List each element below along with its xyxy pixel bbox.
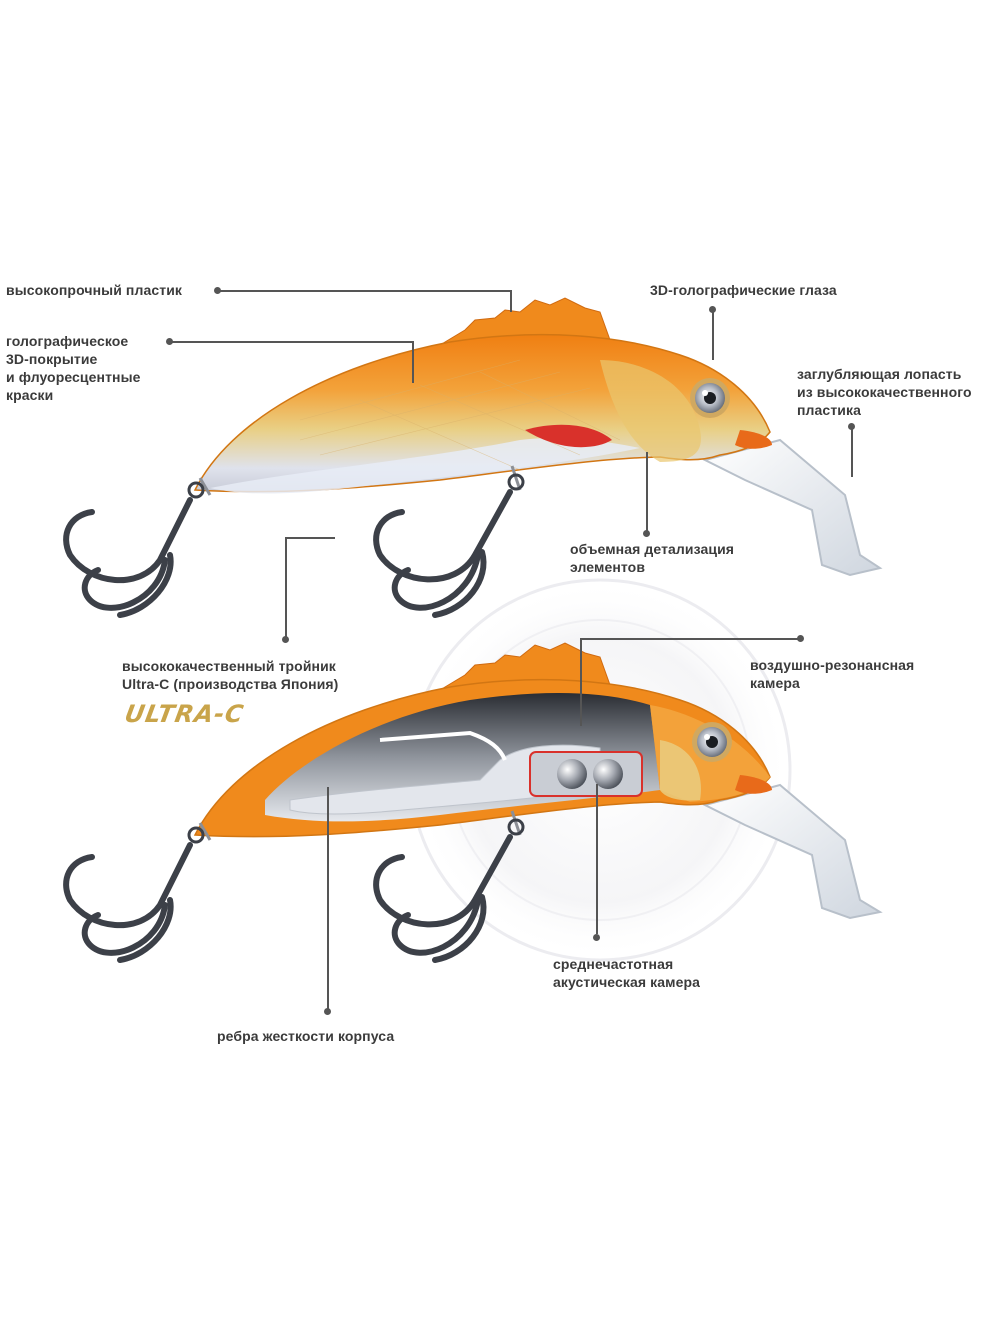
top-hooks xyxy=(63,473,525,618)
leader-eyes-dot xyxy=(709,306,716,313)
leader-air-h xyxy=(580,638,798,640)
leader-lip-v xyxy=(851,427,853,477)
leader-plastic-dot xyxy=(214,287,221,294)
label-detail: объемная детализация элементов xyxy=(570,541,735,575)
leader-air-v xyxy=(580,638,582,726)
leader-hook-h xyxy=(285,537,335,539)
leader-eyes-v xyxy=(712,310,714,360)
label-air-chamber: воздушно-резонансная камера xyxy=(750,657,915,691)
top-lure xyxy=(193,297,883,577)
label-coating: голографическое 3D-покрытие и флуоресцен… xyxy=(6,333,141,403)
leader-coating-v xyxy=(412,341,414,383)
leader-hook-v xyxy=(285,537,287,637)
leader-acoustic-v xyxy=(596,784,598,934)
leader-lip-dot xyxy=(848,423,855,430)
leader-ribs-dot xyxy=(324,1008,331,1015)
leader-hook-dot xyxy=(282,636,289,643)
label-hook: высококачественный тройник Ultra-C (прои… xyxy=(122,658,339,692)
label-acoustic: среднечастотная акустическая камера xyxy=(553,956,701,990)
bottom-lure xyxy=(193,642,883,920)
leader-ribs-v xyxy=(327,787,329,1009)
leader-plastic-v xyxy=(510,290,512,312)
label-eyes: 3D-голографические глаза xyxy=(650,282,837,298)
label-ribs: ребра жесткости корпуса xyxy=(217,1028,395,1044)
bottom-hooks xyxy=(63,818,525,963)
label-lip: заглубляющая лопасть из высококачественн… xyxy=(797,366,972,418)
ultra-c-logo: ULTRA-C xyxy=(122,700,247,728)
label-plastic: высокопрочный пластик xyxy=(6,282,183,298)
leader-coating-h xyxy=(170,341,413,343)
leader-detail-v xyxy=(646,452,648,532)
leader-detail-dot xyxy=(643,530,650,537)
leader-coating-dot xyxy=(166,338,173,345)
leader-acoustic-dot xyxy=(593,934,600,941)
leader-air-dot xyxy=(797,635,804,642)
leader-plastic-h xyxy=(218,290,510,292)
